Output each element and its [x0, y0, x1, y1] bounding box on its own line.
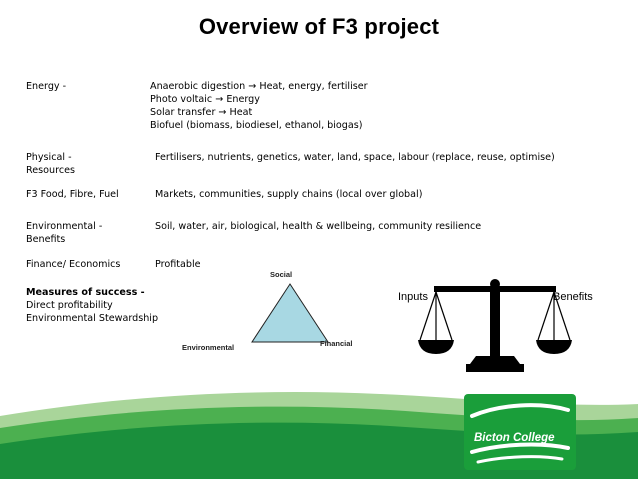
physical-value-line: Fertilisers, nutrients, genetics, water,…: [155, 152, 555, 163]
physical-label-line: Physical -: [26, 152, 72, 163]
f3-row: F3 Food, Fibre, Fuel Markets, communitie…: [26, 188, 626, 202]
logo-swoosh: [470, 403, 570, 418]
f3-value-line: Markets, communities, supply chains (loc…: [155, 189, 423, 200]
environmental-label-line: Benefits: [26, 234, 66, 245]
f3-label: F3 Food, Fibre, Fuel: [26, 188, 151, 201]
energy-label-line: Energy -: [26, 81, 67, 92]
scale-label-benefits: Benefits: [553, 291, 593, 303]
f3-values: Markets, communities, supply chains (loc…: [155, 188, 422, 201]
logo-text: Bicton College: [474, 432, 555, 444]
energy-value-line: Anaerobic digestion → Heat, energy, fert…: [150, 81, 368, 92]
measures-of-success: Measures of success - Direct profitabili…: [26, 286, 158, 325]
environmental-label: Environmental - Benefits: [26, 220, 151, 246]
footer-wave-banner: [0, 392, 638, 479]
triangle-label-social: Social: [270, 270, 293, 279]
physical-label: Physical - Resources: [26, 151, 151, 177]
energy-value-line: Biofuel (biomass, biodiesel, ethanol, bi…: [150, 120, 363, 131]
balance-scale-icon: [418, 279, 572, 372]
environmental-row: Environmental - Benefits Soil, water, ai…: [26, 220, 626, 248]
finance-label: Finance/ Economics: [26, 258, 151, 271]
environmental-value-line: Soil, water, air, biological, health & w…: [155, 221, 482, 232]
physical-label-line: Resources: [26, 165, 75, 176]
sustainability-triangle: [251, 283, 329, 343]
physical-row: Physical - Resources Fertilisers, nutrie…: [26, 151, 626, 179]
energy-values: Anaerobic digestion → Heat, energy, fert…: [150, 80, 368, 132]
logo-swoosh: [476, 455, 564, 464]
scale-label-inputs: Inputs: [398, 291, 428, 303]
triangle-label-financial: Financial: [320, 339, 353, 348]
logo-swoosh: [470, 442, 570, 454]
finance-row: Finance/ Economics Profitable: [26, 258, 626, 272]
measures-heading: Measures of success -: [26, 287, 145, 298]
triangle-label-environmental: Environmental: [182, 343, 235, 352]
energy-row: Energy - Anaerobic digestion → Heat, ene…: [26, 80, 626, 136]
physical-values: Fertilisers, nutrients, genetics, water,…: [155, 151, 555, 164]
finance-values: Profitable: [155, 258, 201, 271]
environmental-label-line: Environmental -: [26, 221, 103, 232]
slide-title: Overview of F3 project: [198, 14, 440, 39]
measures-item: Environmental Stewardship: [26, 313, 159, 324]
triangle-shape: [251, 283, 329, 343]
finance-label-line: Finance/ Economics: [26, 259, 121, 270]
environmental-values: Soil, water, air, biological, health & w…: [155, 220, 481, 233]
finance-value-line: Profitable: [155, 259, 201, 270]
logo-box: [464, 394, 576, 470]
measures-item: Direct profitability: [26, 300, 113, 311]
energy-label: Energy -: [26, 80, 151, 93]
energy-value-line: Solar transfer → Heat: [150, 107, 253, 118]
energy-value-line: Photo voltaic → Energy: [150, 94, 260, 105]
f3-label-line: F3 Food, Fibre, Fuel: [26, 189, 119, 200]
